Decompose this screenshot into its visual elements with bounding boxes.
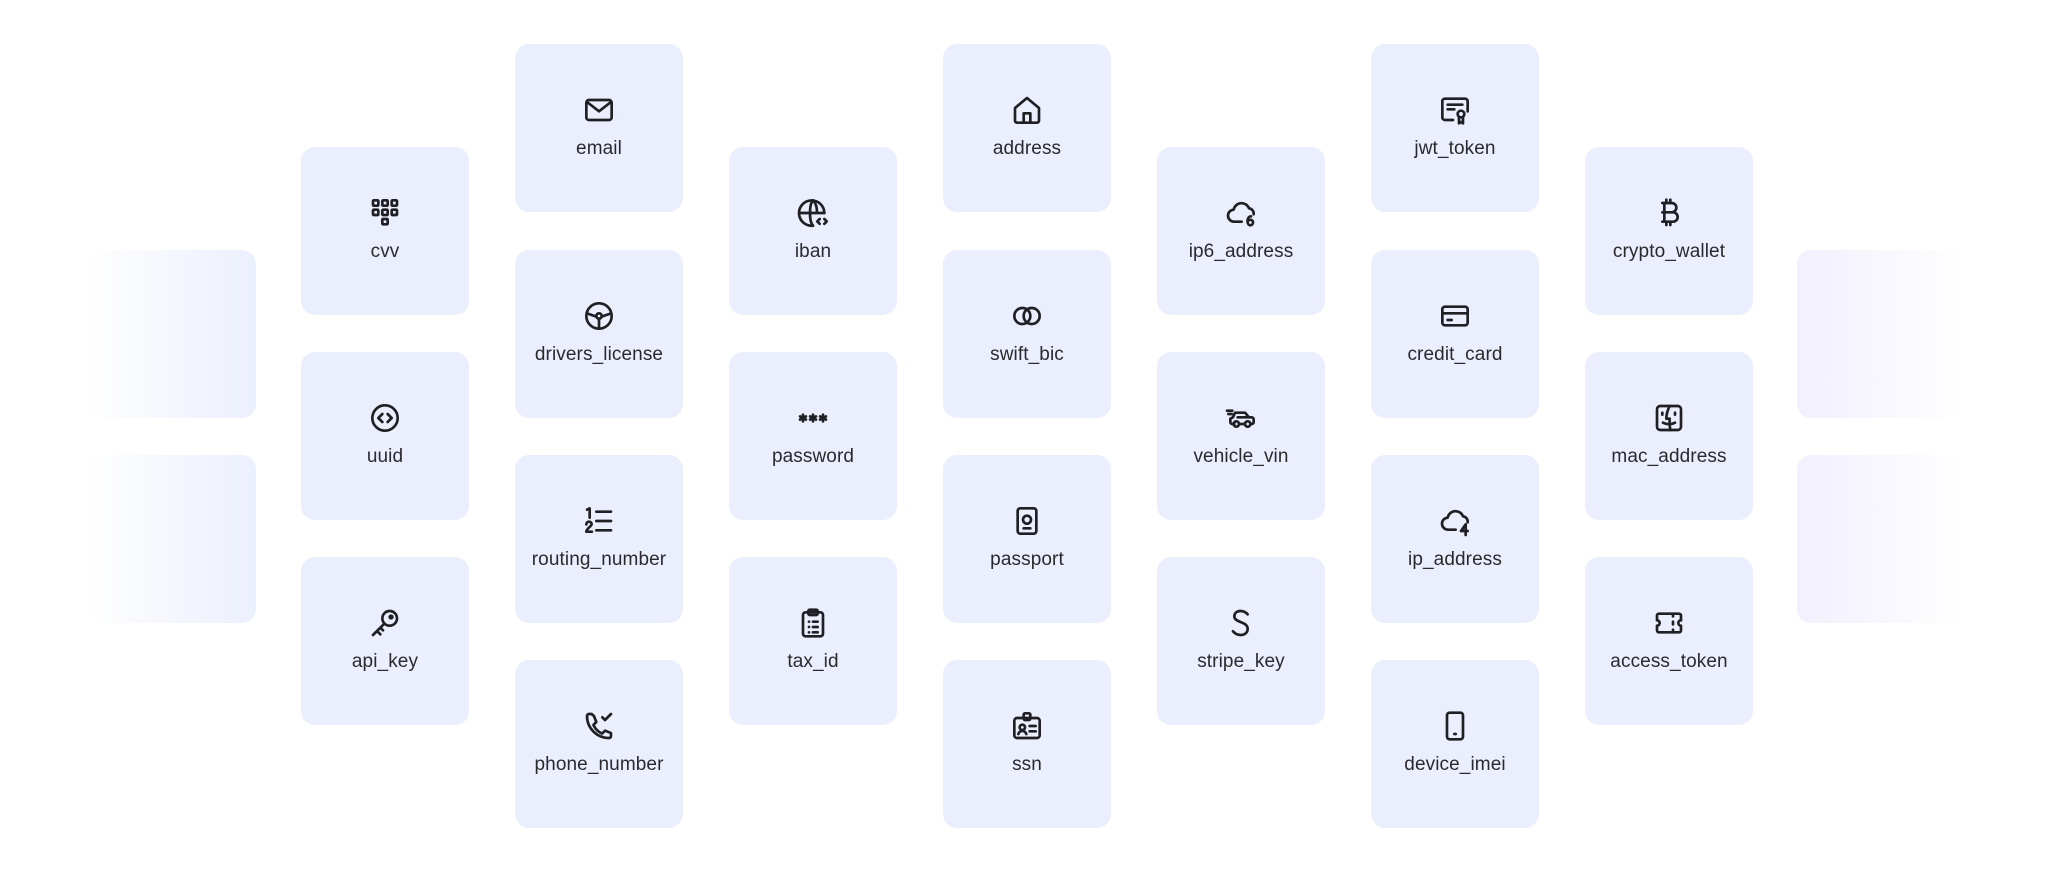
entity-tile-ip6-address[interactable]: ip6_address [1157,147,1325,315]
entity-tile-routing-number[interactable]: routing_number [515,455,683,623]
smartphone-icon [1439,710,1471,742]
entity-tile-iban[interactable]: iban [729,147,897,315]
entity-tile-mac-address[interactable]: mac_address [1585,352,1753,520]
credit-card-icon [1439,300,1471,332]
entity-tile-credit-card[interactable]: credit_card [1371,250,1539,418]
keypad-icon [369,197,401,229]
entity-label: phone_number [534,754,664,775]
entity-label: jwt_token [1414,138,1496,159]
entity-label: swift_bic [990,344,1064,365]
globe-code-icon [797,197,829,229]
entity-tile-passport[interactable]: passport [943,455,1111,623]
entity-label: cvv [370,241,400,262]
entity-label: email [576,138,622,159]
key-icon [369,607,401,639]
entity-label: iban [794,241,832,262]
entity-label: passport [990,549,1064,570]
entity-tile-address[interactable]: address [943,44,1111,212]
entity-label: api_key [351,651,419,672]
bitcoin-icon [1653,197,1685,229]
entity-label: drivers_license [534,344,664,365]
asterisks-icon [797,402,829,434]
entity-tile-drivers-license[interactable]: drivers_license [515,250,683,418]
entity-tile-ssn[interactable]: ssn [943,660,1111,828]
cloud-six-icon [1225,197,1257,229]
faded-tile-right-top [1797,250,1965,418]
entity-label: address [992,138,1062,159]
entity-label: tax_id [787,651,839,672]
faded-tile-left-top [88,250,256,418]
stripe-s-icon [1225,607,1257,639]
car-icon [1225,402,1257,434]
entity-tile-phone-number[interactable]: phone_number [515,660,683,828]
entity-tile-ip-address[interactable]: ip_address [1371,455,1539,623]
entity-label: device_imei [1404,754,1506,775]
entity-tile-swift-bic[interactable]: swift_bic [943,250,1111,418]
linked-rings-icon [1011,300,1043,332]
ticket-icon [1653,607,1685,639]
certificate-icon [1439,94,1471,126]
entity-tile-crypto-wallet[interactable]: crypto_wallet [1585,147,1753,315]
entity-label: password [771,446,855,467]
finder-icon [1653,402,1685,434]
entity-label: routing_number [531,549,667,570]
code-circle-icon [369,402,401,434]
id-badge-icon [1011,710,1043,742]
entity-label: mac_address [1611,446,1727,467]
entity-label: uuid [366,446,404,467]
entity-label: access_token [1610,651,1728,672]
mail-icon [583,94,615,126]
cloud-four-icon [1439,505,1471,537]
entity-label: stripe_key [1197,651,1285,672]
entity-tile-password[interactable]: password [729,352,897,520]
entity-tile-cvv[interactable]: cvv [301,147,469,315]
entity-label: ip6_address [1188,241,1294,262]
entity-tile-tax-id[interactable]: tax_id [729,557,897,725]
entity-tile-jwt-token[interactable]: jwt_token [1371,44,1539,212]
entity-label: ssn [1012,754,1042,775]
faded-tile-right-bottom [1797,455,1965,623]
home-icon [1011,94,1043,126]
entity-label: vehicle_vin [1193,446,1289,467]
entity-tile-api-key[interactable]: api_key [301,557,469,725]
entity-tile-device-imei[interactable]: device_imei [1371,660,1539,828]
entity-label: ip_address [1408,549,1502,570]
entity-label: crypto_wallet [1612,241,1726,262]
entity-tile-uuid[interactable]: uuid [301,352,469,520]
faded-tile-left-bottom [88,455,256,623]
entity-tile-access-token[interactable]: access_token [1585,557,1753,725]
passport-icon [1011,505,1043,537]
entity-tile-stripe-key[interactable]: stripe_key [1157,557,1325,725]
entity-tile-email[interactable]: email [515,44,683,212]
phone-check-icon [583,710,615,742]
steering-wheel-icon [583,300,615,332]
numbered-list-icon [583,505,615,537]
entity-tile-vehicle-vin[interactable]: vehicle_vin [1157,352,1325,520]
clipboard-list-icon [797,607,829,639]
entity-label: credit_card [1407,344,1503,365]
